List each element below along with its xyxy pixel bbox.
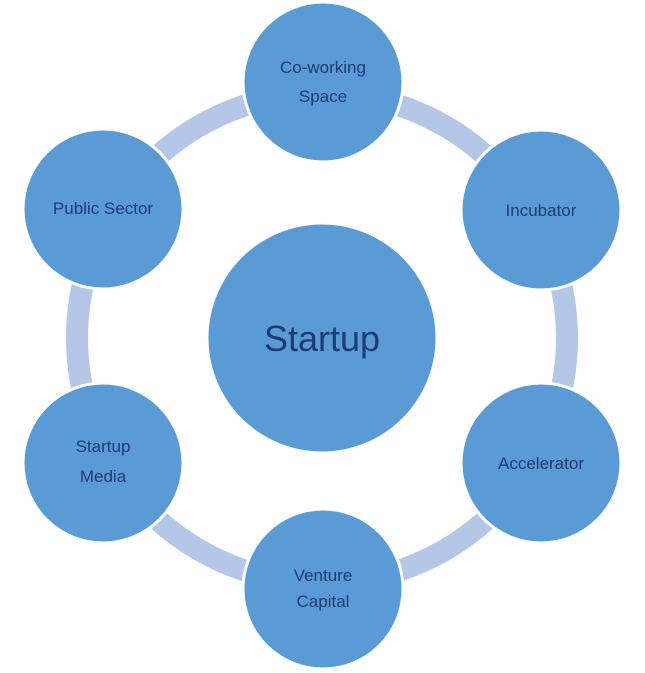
node-circle bbox=[21, 127, 185, 291]
node-venture-capital: Venture Capital bbox=[241, 507, 405, 671]
node-circle bbox=[459, 128, 623, 292]
node-circle bbox=[459, 381, 623, 545]
node-coworking-space: Co-working Space bbox=[241, 0, 405, 164]
node-accelerator: Accelerator bbox=[459, 381, 623, 545]
node-label: Co-working bbox=[280, 58, 366, 77]
node-label: Space bbox=[299, 87, 347, 106]
center-node-startup: Startup bbox=[205, 221, 439, 455]
node-label: Incubator bbox=[506, 201, 577, 220]
node-incubator: Incubator bbox=[459, 128, 623, 292]
node-public-sector: Public Sector bbox=[21, 127, 185, 291]
node-label: Accelerator bbox=[498, 454, 584, 473]
node-label: Startup bbox=[76, 437, 131, 456]
node-label: Public Sector bbox=[53, 199, 153, 218]
node-startup-media: Startup Media bbox=[21, 381, 185, 545]
center-label: Startup bbox=[264, 318, 380, 359]
center-circle bbox=[205, 221, 439, 455]
node-circle bbox=[241, 0, 405, 164]
node-label: Venture bbox=[294, 566, 353, 585]
node-label: Media bbox=[80, 467, 127, 486]
node-circle bbox=[21, 381, 185, 545]
node-circle bbox=[241, 507, 405, 671]
node-label: Capital bbox=[297, 592, 350, 611]
